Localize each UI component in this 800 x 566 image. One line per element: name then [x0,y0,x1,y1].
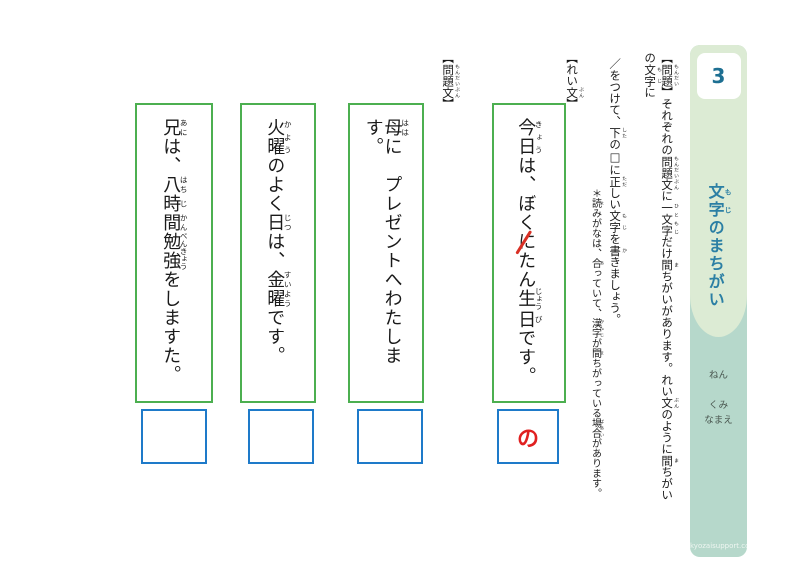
example-sentence: 今日きょうは、ぼくにたん生じょう日びです。 [515,118,544,386]
year-field-label: ねん [708,370,728,381]
page-title: 文字もじのまちがい [705,183,732,309]
instruction-note: ＊読よみがなは、合あっていて、漢字かんじが間まちがっている場合ばあいがあります。 [589,188,606,498]
lesson-number-badge: 3 [696,53,741,99]
problem-3-sentence: 兄あには、八はち時じ間かん勉強べんきょうをしますた。 [160,118,189,384]
watermark: kyozaisupport.com [690,542,747,550]
class-field-label: くみ [708,400,729,411]
example-sentence-box: 今日きょうは、ぼくにたん生じょう日びです。 [492,103,566,403]
problem-2-answer-box[interactable] [248,409,314,464]
instruction-line-2: ／をつけて、下したの□に正ただしい文字もじを書かきましょう。 [608,58,627,325]
example-answer-box: の [497,409,559,464]
problem-3-sentence-box: 兄あには、八はち時じ間かん勉強べんきょうをしますた。 [135,103,213,403]
problem-3-answer-box[interactable] [141,409,207,464]
sidebar: 3 文字もじのまちがい ねん くみ なまえ kyozaisupport.com [690,45,747,557]
problem-1-sentence-box: 母ははに プレゼントへわたします。 [348,103,424,403]
example-answer: の [516,425,539,452]
lesson-number: 3 [711,64,726,88]
instruction-line-1: 【問題もんだい】それぞれの問題文もんだいぶんに一文字ひともじだけ間まちがいがあり… [643,52,679,501]
problem-2-sentence: 火曜かようのよく日じつは、金曜すいようです。 [264,118,293,365]
problems-label: 【問題文もんだいぶん】 [441,52,460,110]
problem-1-answer-box[interactable] [357,409,423,464]
example-label: 【れい文ぶん】 [565,52,584,110]
name-field-label: なまえ [704,415,733,426]
problem-2-sentence-box: 火曜かようのよく日じつは、金曜すいようです。 [240,103,316,403]
problem-1-sentence: 母ははに プレゼントへわたします。 [362,118,410,365]
